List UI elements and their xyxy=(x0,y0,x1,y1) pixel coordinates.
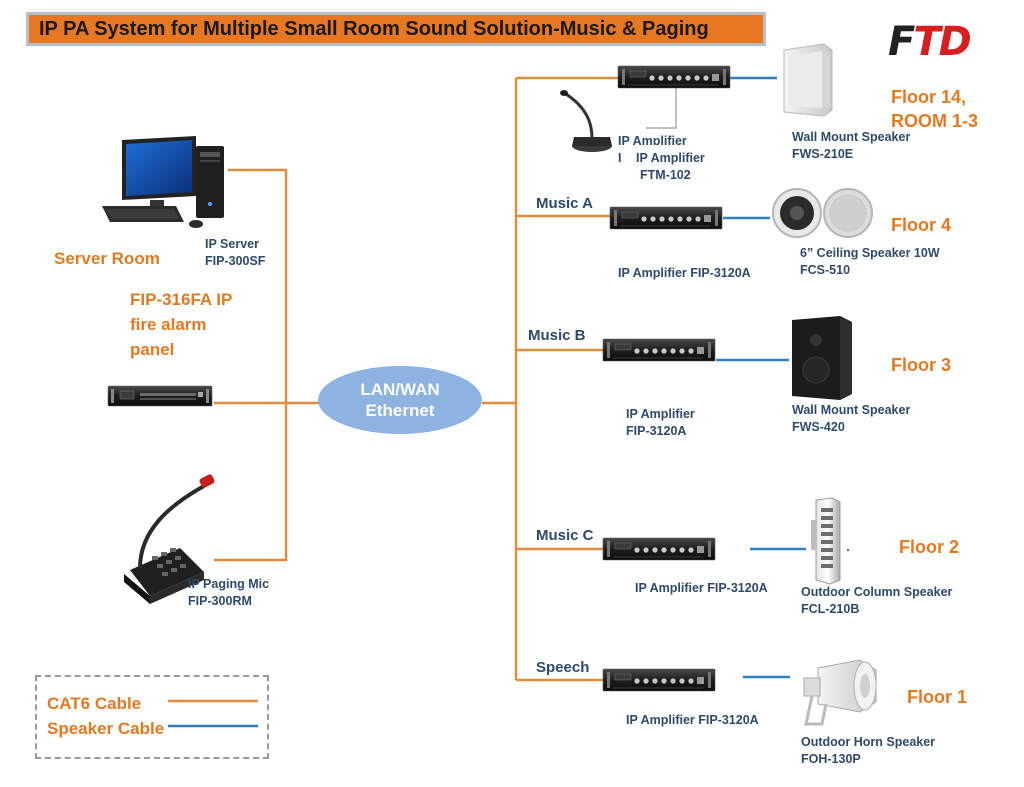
server-model: FIP-300SF xyxy=(205,254,266,268)
amp-top-name: IP Amplifier xyxy=(636,151,705,165)
server-label: IP Server FIP-300SF xyxy=(205,236,265,270)
server-name: IP Server xyxy=(205,237,259,251)
amp-top-label-prefix: I xyxy=(618,151,622,165)
speaker-floor14-name: Wall Mount Speaker xyxy=(792,130,911,144)
amp-floor3-name: IP Amplifier xyxy=(626,407,695,421)
network-cloud xyxy=(318,366,482,434)
speaker-floor1-label: Outdoor Horn Speaker FOH-130P xyxy=(801,734,935,768)
fire-panel-line1: FIP-316FA IP xyxy=(130,290,233,309)
amplifier-floor2-icon xyxy=(602,537,716,561)
fire-panel-label: FIP-316FA IP fire alarm panel xyxy=(130,287,232,362)
floor14-label: Floor 14, ROOM 1-3 xyxy=(891,85,978,133)
gooseneck-mic-icon xyxy=(560,90,612,152)
fire-alarm-panel-icon xyxy=(107,385,213,407)
fire-panel-line2: fire alarm xyxy=(130,315,207,334)
network-label: LAN/WAN Ethernet xyxy=(318,366,482,434)
speaker-floor4-model: FCS-510 xyxy=(800,263,851,277)
amp-floor4-label: IP Amplifier FIP-3120A xyxy=(618,266,751,280)
floor2-label: Floor 2 xyxy=(899,537,960,557)
amp-floor3-model: FIP-3120A xyxy=(626,424,687,438)
logo-letters: TD xyxy=(913,19,971,65)
paging-mic-model: FIP-300RM xyxy=(188,594,252,608)
speaker-floor4-name: 6” Ceiling Speaker 10W xyxy=(800,246,940,260)
amp-top-label: IP Amplifier FTM-102 xyxy=(636,150,705,184)
wall-speaker-white-icon xyxy=(783,43,833,117)
amplifier-floor4-icon xyxy=(609,206,723,230)
speaker-floor1-model: FOH-130P xyxy=(801,752,861,766)
page-title: IP PA System for Multiple Small Room Sou… xyxy=(26,12,766,46)
network-label-line2: Ethernet xyxy=(365,401,435,420)
speaker-floor3-name: Wall Mount Speaker xyxy=(792,403,911,417)
amplifier-top-icon xyxy=(617,65,731,89)
paging-mic-name: IP Paging Mic xyxy=(188,577,270,591)
server-computer-icon xyxy=(102,136,224,228)
amp-floor2-label: IP Amplifier FIP-3120A xyxy=(635,581,768,595)
legend-box xyxy=(35,675,269,759)
speaker-floor1-name: Outdoor Horn Speaker xyxy=(801,735,936,749)
cat6-cables xyxy=(214,76,677,682)
speaker-cables xyxy=(716,76,806,679)
zone-label-music-b: Music B xyxy=(528,327,586,344)
floor3-label: Floor 3 xyxy=(891,355,952,375)
paging-mic-label: IP Paging Mic FIP-300RM xyxy=(188,576,269,610)
ceiling-speaker-icon xyxy=(772,188,873,238)
amp-floor3-label: IP Amplifier FIP-3120A xyxy=(626,406,695,440)
fire-panel-line3: panel xyxy=(130,340,175,359)
column-speaker-icon xyxy=(811,497,849,585)
zone-label-music-c: Music C xyxy=(536,527,594,544)
legend-speaker-label: Speaker Cable xyxy=(47,719,165,738)
zone-label-speech: Speech xyxy=(536,659,590,676)
speaker-floor2-label: Outdoor Column Speaker FCL-210B xyxy=(801,584,952,618)
speaker-floor14-label: Wall Mount Speaker FWS-210E xyxy=(792,129,910,163)
company-logo: FTD xyxy=(888,20,998,64)
horn-speaker-icon xyxy=(803,659,877,726)
speaker-floor14-model: FWS-210E xyxy=(792,147,854,161)
cable-left-trunk xyxy=(214,168,288,562)
server-room-label: Server Room xyxy=(54,249,160,268)
speaker-floor4-label: 6” Ceiling Speaker 10W FCS-510 xyxy=(800,245,940,279)
floor14-line2: ROOM 1-3 xyxy=(891,111,979,131)
amplifier-floor1-icon xyxy=(602,668,716,692)
cable-mic-to-amp xyxy=(646,88,677,129)
floor1-label: Floor 1 xyxy=(907,687,968,707)
floor14-line1: Floor 14, xyxy=(891,87,967,107)
floor4-label: Floor 4 xyxy=(891,215,952,235)
speaker-floor2-name: Outdoor Column Speaker xyxy=(801,585,953,599)
speaker-floor2-model: FCL-210B xyxy=(801,602,860,616)
amplifier-floor3-icon xyxy=(602,338,716,362)
amp-floor1-label: IP Amplifier FIP-3120A xyxy=(626,713,759,727)
legend-cat6-label: CAT6 Cable xyxy=(47,694,142,713)
paging-mic-icon xyxy=(124,474,215,604)
speaker-floor3-label: Wall Mount Speaker FWS-420 xyxy=(792,402,910,436)
amp-top-label-clipped: IP Amplifier xyxy=(618,134,687,145)
logo-letter-f: F xyxy=(888,19,915,65)
zone-label-music-a: Music A xyxy=(536,195,593,212)
speaker-floor3-model: FWS-420 xyxy=(792,420,845,434)
network-label-line1: LAN/WAN xyxy=(360,380,440,399)
wall-speaker-black-icon xyxy=(792,316,852,400)
amp-top-model: FTM-102 xyxy=(640,168,691,182)
